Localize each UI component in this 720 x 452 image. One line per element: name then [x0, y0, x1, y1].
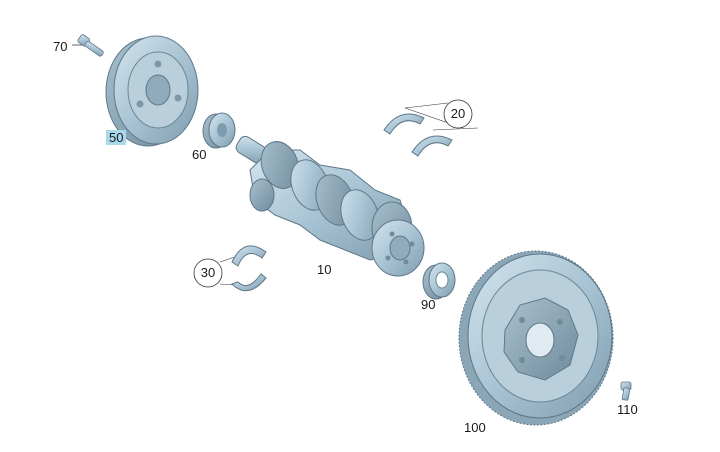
- crankshaft-10: [235, 135, 425, 277]
- callout-110: 110: [617, 402, 638, 417]
- callout-100: 100: [464, 420, 486, 435]
- sprocket-60: [202, 112, 236, 149]
- bolt-110: [620, 381, 632, 401]
- callout-70: 70: [53, 39, 68, 54]
- flywheel-100: [458, 250, 614, 426]
- thrust-washers-30: [193, 245, 267, 292]
- pulley-50: [105, 35, 199, 147]
- bearing-shells-20: [383, 99, 479, 157]
- bolt-70: [72, 34, 104, 57]
- callout-20: 20: [450, 106, 466, 121]
- seal-ring-90: [422, 262, 456, 300]
- callout-90: 90: [421, 297, 436, 312]
- callout-10: 10: [317, 262, 332, 277]
- callout-30: 30: [200, 265, 216, 280]
- callout-60: 60: [192, 147, 207, 162]
- callout-50: 50: [106, 130, 127, 145]
